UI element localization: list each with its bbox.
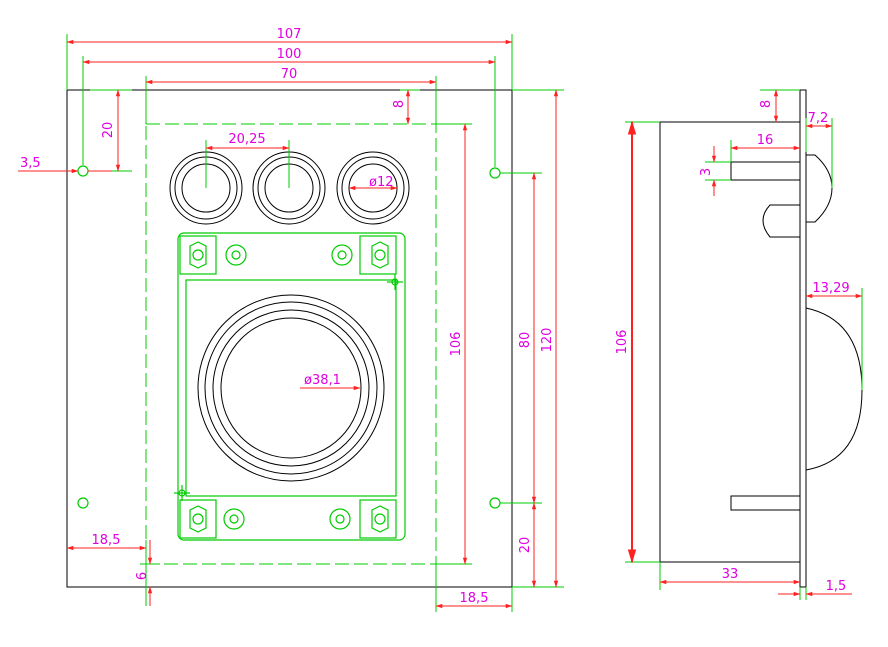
mounting-hole-top-right bbox=[489, 167, 501, 179]
dim-cutout-height: 106 bbox=[449, 332, 464, 357]
dim-body-height: 106 bbox=[615, 330, 630, 355]
front-view: 107 100 70 20 3,5 8 20,25 bbox=[18, 27, 564, 612]
dim-cutout-width: 70 bbox=[281, 67, 298, 82]
dim-hole-spacing-height: 80 bbox=[518, 332, 533, 349]
dim-bottom-offset: 6 bbox=[135, 572, 150, 580]
button-stem-top bbox=[730, 161, 801, 181]
dim-cutout-top-offset: 8 bbox=[392, 100, 407, 108]
dim-hole-bottom-offset: 20 bbox=[518, 537, 533, 554]
dim-hole-top-offset: 20 bbox=[101, 122, 116, 139]
dim-button-length: 16 bbox=[757, 133, 774, 148]
mounting-hole-bottom-left bbox=[77, 497, 89, 509]
dim-body-depth: 33 bbox=[722, 567, 739, 582]
side-led bbox=[762, 204, 800, 238]
front-dimensions: 107 100 70 20 3,5 8 20,25 bbox=[18, 27, 564, 612]
side-trackball-dome bbox=[805, 307, 863, 471]
dim-right-margin: 18,5 bbox=[460, 591, 489, 606]
dim-hole-spacing-width: 100 bbox=[277, 47, 302, 62]
dim-button-slot: 3 bbox=[699, 168, 714, 176]
side-front-plate bbox=[799, 89, 807, 588]
dim-ball-protrusion: 13,29 bbox=[812, 281, 849, 296]
dim-button-diameter: ø12 bbox=[369, 175, 394, 190]
dim-hole-diameter: 3,5 bbox=[20, 156, 41, 171]
dim-button-height: 7,2 bbox=[808, 111, 829, 126]
side-view: 8 16 7,2 3 106 13,29 bbox=[615, 89, 863, 600]
front-plate-outline bbox=[66, 89, 513, 588]
dim-overall-height: 120 bbox=[540, 328, 555, 353]
side-dimensions: 8 16 7,2 3 106 13,29 bbox=[615, 89, 863, 600]
button-stem-bottom bbox=[730, 495, 801, 511]
trackball-module bbox=[174, 232, 406, 541]
dim-side-top-offset: 8 bbox=[759, 100, 774, 108]
mounting-hole-top-left bbox=[77, 165, 89, 177]
dim-left-margin: 18,5 bbox=[92, 533, 121, 548]
dim-overall-width: 107 bbox=[277, 27, 302, 42]
cutout-outline bbox=[145, 123, 437, 565]
dim-plate-thickness: 1,5 bbox=[826, 579, 847, 594]
mounting-hole-bottom-right bbox=[489, 497, 501, 509]
dim-trackball-diameter: ø38,1 bbox=[304, 373, 341, 388]
side-button-cap bbox=[805, 154, 833, 223]
dim-button-spacing: 20,25 bbox=[228, 132, 265, 147]
